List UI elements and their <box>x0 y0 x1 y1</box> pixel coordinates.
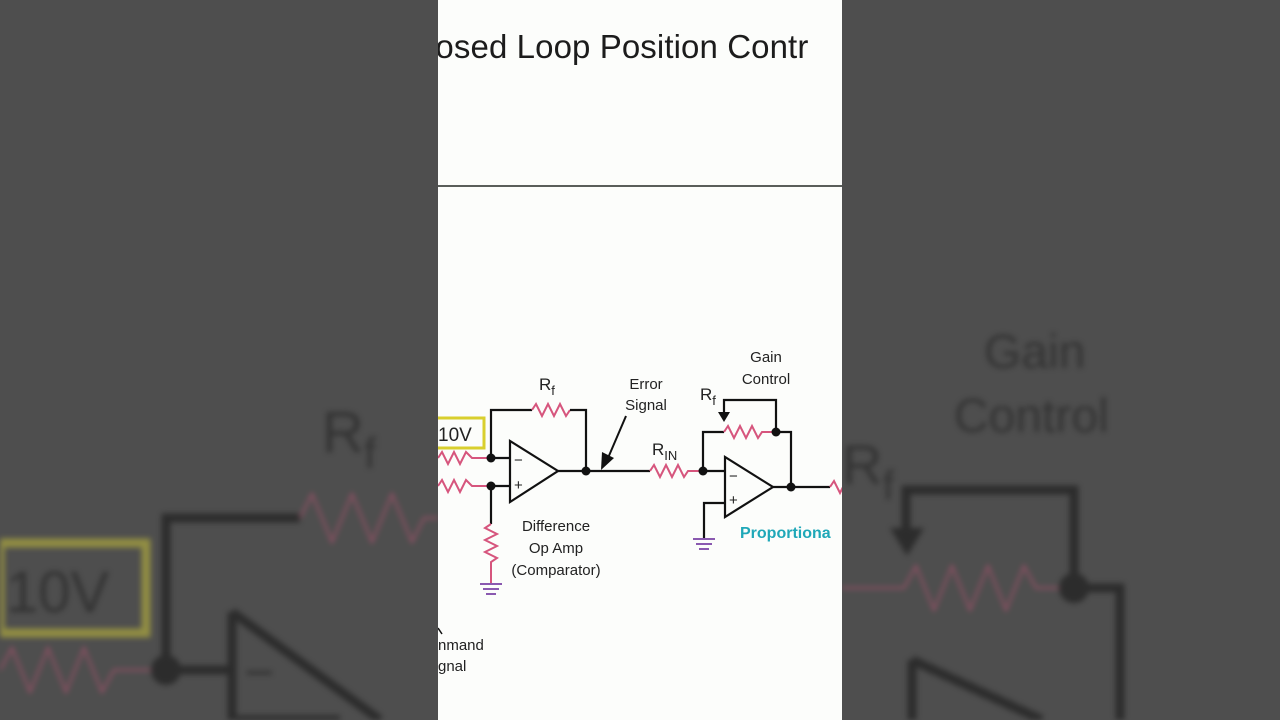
node-minus <box>486 453 496 463</box>
command-arrow <box>438 627 443 635</box>
bg-feedback-wire <box>161 513 300 670</box>
command-signal-label-2: gnal <box>438 658 466 675</box>
bg-gain-wire <box>901 485 1079 588</box>
bg-output-wire <box>1074 583 1125 720</box>
diff-amp-plus: + <box>514 477 523 494</box>
diff-output-node <box>581 466 591 476</box>
error-signal-label-2: Signal <box>625 397 667 414</box>
bg-opamp-right <box>910 655 1044 720</box>
bg-voltage-box <box>0 538 151 638</box>
bg-gain-resistor <box>842 563 1074 613</box>
gain-wiper-wire <box>722 398 778 432</box>
rin-label: RIN <box>652 440 677 463</box>
error-arrow-head <box>601 452 614 470</box>
rf-diff-label: Rf <box>539 375 555 398</box>
next-stage-resistor <box>829 479 842 496</box>
rf-gain-label: Rf <box>700 385 716 408</box>
bg-minus-sign: − <box>244 644 274 702</box>
background-right-blur: Gain Control Rf <box>842 0 1280 720</box>
bg-wiper-arrow <box>890 528 924 556</box>
error-arrow-shaft <box>607 415 627 459</box>
gain-control-label-1: Gain <box>750 349 782 366</box>
diff-feedback-wire-right <box>570 408 588 471</box>
bg-gain-line2: Control <box>954 390 1109 443</box>
voltage-box <box>438 416 486 450</box>
bg-gain-line1: Gain <box>984 326 1085 379</box>
slide-title: losed Loop Position Contr <box>438 28 809 65</box>
prop-amp-minus: − <box>729 468 738 485</box>
gain-control-label-2: Control <box>742 371 790 388</box>
prop-plus-ground-wire <box>702 501 725 538</box>
background-left-diagram: 10V Rf − <box>0 400 438 720</box>
slide-panel: losed Loop Position Contr 10V Rf − + Dif… <box>438 0 842 720</box>
diff-amp-label-3: (Comparator) <box>511 562 600 579</box>
bg-voltage-label: 10V <box>6 560 110 625</box>
background-left-blur: 10V Rf − <box>0 0 438 720</box>
diff-amp-minus: − <box>514 452 523 469</box>
diff-amp-label-2: Op Amp <box>529 540 583 557</box>
diff-amp-label-1: Difference <box>522 518 590 535</box>
bg-rf-label: Rf <box>322 400 377 478</box>
proportional-op-amp <box>723 455 776 519</box>
difference-op-amp <box>508 439 561 505</box>
input-resistor-top <box>438 449 491 467</box>
prop-output-node <box>786 482 796 492</box>
bg-input-resistor <box>0 645 166 695</box>
rin-resistor <box>649 462 703 480</box>
bg-opamp-slope <box>229 608 383 720</box>
background-right-diagram: Gain Control Rf <box>842 326 1125 720</box>
diff-feedback-resistor <box>531 401 571 419</box>
error-signal-label-1: Error <box>629 376 662 393</box>
proportional-label: Proportiona <box>740 525 831 542</box>
gain-feedback-left <box>701 430 724 471</box>
input-resistor-bottom <box>438 477 491 495</box>
prop-amp-plus: + <box>729 492 738 509</box>
bg-feedback-resistor <box>299 491 438 545</box>
title-divider <box>438 185 842 187</box>
circuit-diagram: 10V Rf − + Difference Op Amp (Comparator… <box>438 349 842 675</box>
bg-node <box>151 655 181 685</box>
command-signal-label-1: nmand <box>438 637 484 654</box>
voltage-label: 10V <box>438 425 472 446</box>
diff-feedback-wire-left <box>489 408 532 458</box>
bg-opamp-edge <box>227 612 340 720</box>
gain-feedback-right <box>776 430 793 487</box>
ground-resistor <box>482 523 500 584</box>
gain-resistor <box>723 423 776 441</box>
bg-rf-right-label: Rf <box>842 433 894 509</box>
gain-wiper-arrow <box>718 412 730 422</box>
